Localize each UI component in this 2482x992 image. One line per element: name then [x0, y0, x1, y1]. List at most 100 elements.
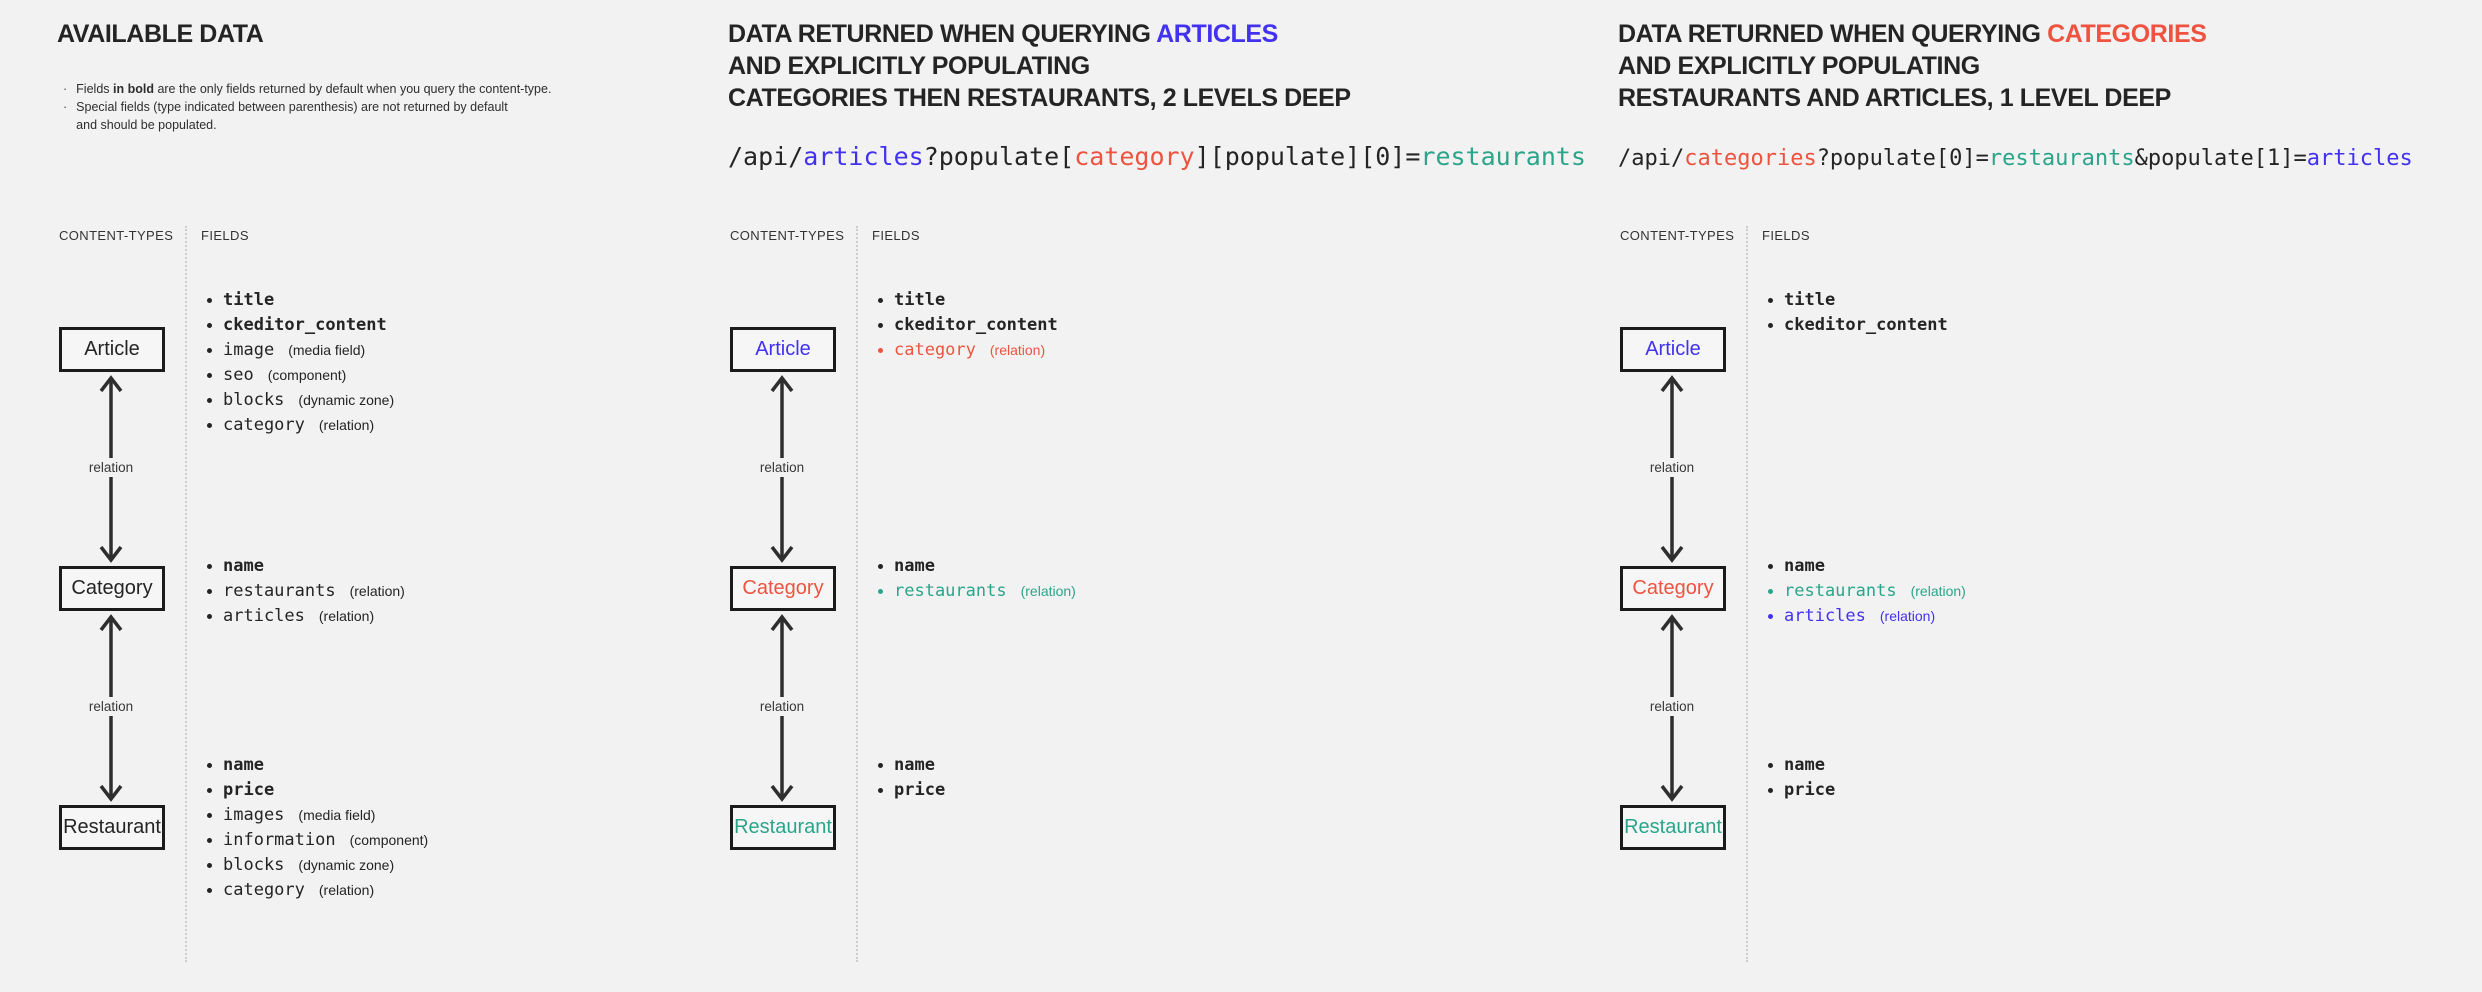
- field-row-category: category(relation): [207, 878, 428, 903]
- bullet-icon: [878, 763, 883, 768]
- field-row-price: price: [878, 778, 945, 803]
- bullet-icon: [878, 564, 883, 569]
- field-name: restaurants: [894, 581, 1007, 601]
- bullet-icon: [1768, 763, 1773, 768]
- relation-label: relation: [754, 458, 810, 477]
- bullet-icon: [207, 763, 212, 768]
- relation-label: relation: [754, 697, 810, 716]
- field-name: restaurants: [1784, 581, 1897, 601]
- field-type-annotation: (relation): [1910, 583, 1966, 599]
- field-type-annotation: (relation): [349, 583, 405, 599]
- section-title-segment: RESTAURANTS AND ARTICLES, 1 LEVEL DEEP: [1618, 84, 2171, 112]
- content-type-label: Article: [755, 338, 811, 360]
- api-query-segment: articles: [803, 142, 924, 171]
- section-title-segment: DATA RETURNED WHEN QUERYING: [1618, 20, 2048, 48]
- relation-label: relation: [83, 458, 139, 477]
- column-divider: [856, 226, 858, 962]
- field-row-name: name: [207, 753, 428, 778]
- fields-group-restaurant: name price: [878, 753, 945, 803]
- field-row-ckeditor_content: ckeditor_content: [207, 313, 394, 338]
- bullet-icon: [207, 398, 212, 403]
- content-type-label: Category: [742, 577, 824, 599]
- field-row-name: name: [207, 554, 405, 579]
- field-type-annotation: (relation): [318, 417, 375, 433]
- field-name: name: [1784, 556, 1825, 576]
- field-name: image: [223, 340, 275, 360]
- column-available-data: AVAILABLE DATA ·Fields in bold are the on…: [57, 0, 667, 992]
- api-query-segment: &populate[1]=: [2134, 146, 2307, 171]
- legend-note-segment: are the only fields returned by default …: [153, 82, 552, 96]
- api-query-segment: ][populate][0]=: [1194, 142, 1421, 171]
- field-row-ckeditor_content: ckeditor_content: [1768, 313, 1948, 338]
- field-name: name: [1784, 755, 1825, 775]
- field-row-information: information(component): [207, 828, 428, 853]
- section-title-line: AVAILABLE DATA: [57, 18, 264, 50]
- content-type-box-restaurant: Restaurant: [59, 805, 165, 850]
- bullet-icon: [1768, 589, 1773, 594]
- section-title: AVAILABLE DATA: [57, 18, 264, 50]
- field-type-annotation: (media field): [298, 807, 376, 823]
- api-query-segment: articles: [2306, 146, 2413, 171]
- api-query-segment: categories: [1684, 146, 1817, 171]
- bullet-icon: [1768, 614, 1773, 619]
- bullet-icon: [1768, 298, 1773, 303]
- section-title-segment: AND EXPLICITLY POPULATING: [728, 52, 1090, 80]
- field-type-annotation: (relation): [318, 882, 375, 898]
- legend-note-segment: in bold: [113, 82, 154, 96]
- field-type-annotation: (relation): [989, 342, 1046, 358]
- section-title-line: AND EXPLICITLY POPULATING: [1618, 50, 2207, 82]
- field-name: name: [894, 755, 935, 775]
- bullet-icon: [878, 589, 883, 594]
- field-row-articles: articles(relation): [1768, 604, 1966, 629]
- field-row-price: price: [1768, 778, 1835, 803]
- bullet-icon: [878, 298, 883, 303]
- section-title-line: RESTAURANTS AND ARTICLES, 1 LEVEL DEEP: [1618, 82, 2207, 114]
- content-type-box-restaurant: Restaurant: [730, 805, 836, 850]
- relation-label: relation: [83, 697, 139, 716]
- content-types-header: CONTENT-TYPES: [59, 228, 174, 243]
- api-query-segment: restaurants: [1988, 146, 2135, 171]
- field-row-title: title: [207, 288, 394, 313]
- section-title-line: DATA RETURNED WHEN QUERYING ARTICLES: [728, 18, 1351, 50]
- legend-note-item: ·Fields in bold are the only fields retu…: [63, 80, 551, 98]
- bullet-icon: [207, 813, 212, 818]
- field-name: images: [223, 805, 285, 825]
- field-row-restaurants: restaurants (relation): [1768, 579, 1966, 604]
- content-type-label: Article: [84, 338, 140, 360]
- section-title-segment: CATEGORIES THEN RESTAURANTS, 2 LEVELS DE…: [728, 84, 1351, 112]
- field-name: restaurants: [223, 581, 336, 601]
- api-query-segment: ?populate[: [923, 142, 1075, 171]
- bullet-icon: [207, 614, 212, 619]
- section-title-segment: ARTICLES: [1156, 20, 1278, 48]
- fields-header: FIELDS: [872, 228, 920, 243]
- column-divider: [185, 226, 187, 962]
- content-type-box-article: Article: [730, 327, 836, 372]
- content-type-box-article: Article: [1620, 327, 1726, 372]
- bullet-icon: [207, 564, 212, 569]
- field-name: title: [894, 290, 946, 310]
- content-type-box-article: Article: [59, 327, 165, 372]
- field-name: ckeditor_content: [1784, 315, 1948, 335]
- legend-note-segment: Fields: [76, 82, 113, 96]
- field-row-restaurants: restaurants (relation): [207, 579, 405, 604]
- field-type-annotation: (relation): [1879, 608, 1936, 624]
- content-types-header: CONTENT-TYPES: [1620, 228, 1735, 243]
- bullet-icon: [207, 423, 212, 428]
- fields-header: FIELDS: [201, 228, 249, 243]
- bullet-icon: [878, 788, 883, 793]
- api-query-segment: /api/: [728, 142, 804, 171]
- column-divider: [1746, 226, 1748, 962]
- field-name: title: [223, 290, 275, 310]
- field-name: ckeditor_content: [223, 315, 387, 335]
- content-type-box-category: Category: [1620, 566, 1726, 611]
- section-title-line: AND EXPLICITLY POPULATING: [728, 50, 1351, 82]
- bullet-icon: [1768, 564, 1773, 569]
- legend-note-segment: Special fields (type indicated between p…: [76, 100, 508, 114]
- field-row-title: title: [1768, 288, 1948, 313]
